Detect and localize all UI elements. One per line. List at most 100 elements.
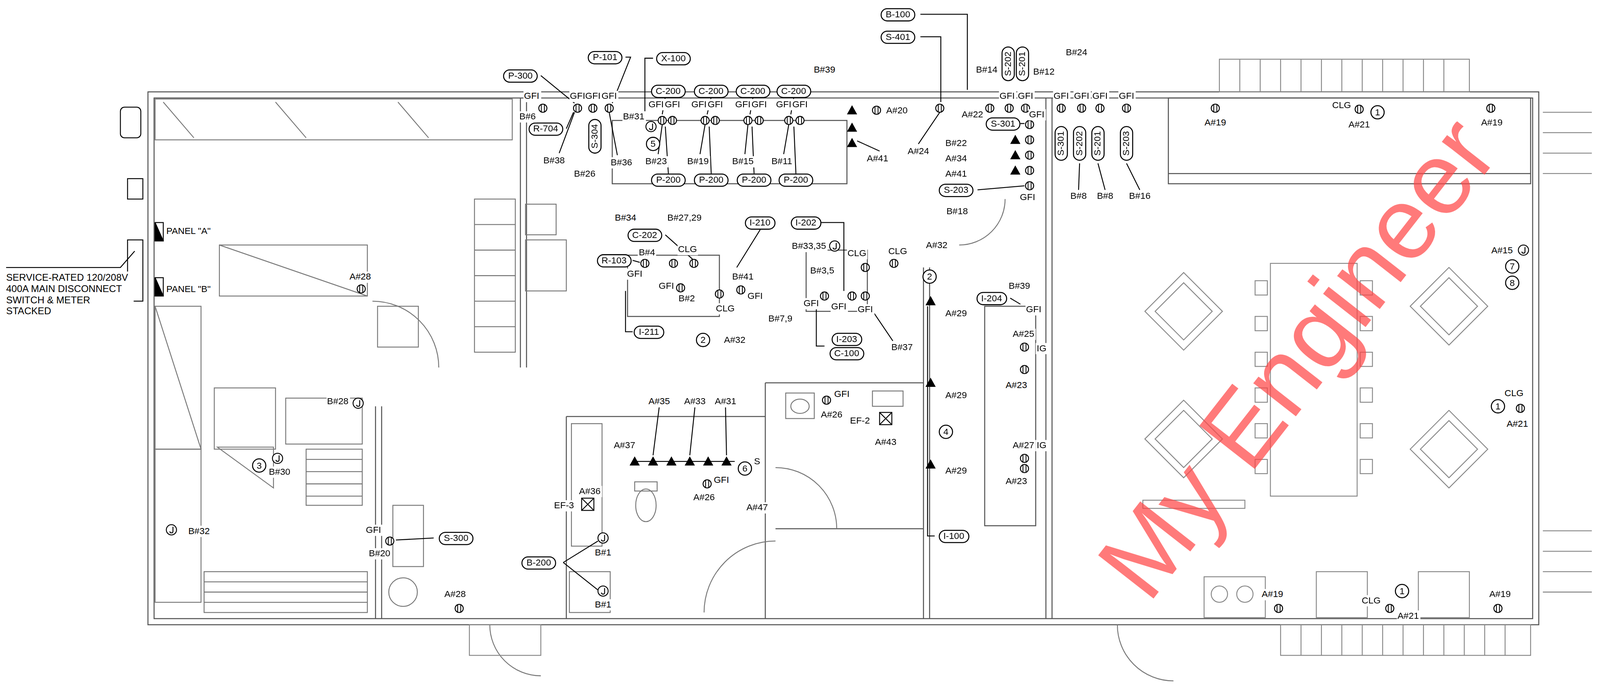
device-symbols-part [597,532,609,543]
tag-text: C-200 [781,85,807,96]
walls-part [765,382,924,384]
circuit-label: B#1 [593,598,613,610]
circuit-label: A#35 [647,395,671,407]
circuit-label: A#47 [745,501,769,513]
device-symbols-part [701,116,710,125]
walls-part [612,120,847,184]
equipment-tag: I-203 [831,332,863,346]
leader-lines-part [632,460,735,462]
device-symbols-part [822,395,831,405]
circuit-label: GFI [657,280,675,292]
circuit-label: B#14 [975,63,999,75]
callout-number: 1 [1495,401,1501,412]
tag-text: S-201 [1016,50,1028,76]
circuit-label: GFI [712,473,731,486]
circuit-label: GFI [998,90,1016,102]
callout-circle: 8 [1505,275,1520,290]
device-symbols-part [795,116,805,125]
walls-part [775,528,924,530]
leader-lines-part [1078,163,1140,190]
equipment-tag: C-200 [693,84,729,98]
circuit-label: GFI [750,98,768,110]
circuit-label: GFI [663,98,682,110]
tag-text: S-300 [443,532,469,543]
leader-lines-part [977,185,1025,190]
walls-part [381,406,383,619]
circuit-label: B#30 [267,465,292,478]
circuit-label: A#23 [1004,475,1028,487]
circuit-label: CLG [677,243,698,255]
leader-lines-part [559,112,789,155]
panel-label: PANEL "B" [165,283,212,295]
tag-text: P-300 [508,69,533,80]
equipment-tag: I-210 [744,215,776,230]
walls-part [929,267,931,619]
device-symbols-part [272,453,283,464]
leader-lines-part [821,222,844,292]
tag-text: S-304 [589,123,600,148]
circuit-label: A#28 [348,270,372,283]
circuit-label: A#29 [944,464,968,477]
equipment-tag: P-200 [778,172,814,187]
circuit-label: CLG [714,302,736,314]
ef-fans [581,412,892,511]
device-symbols-part [1020,454,1029,463]
walls-part [1045,97,1047,619]
circuit-label: IG [1035,439,1048,451]
circuit-label: A#28 [443,588,467,600]
circuit-label: GFI [584,90,602,102]
kitchen-equipment-part [388,577,418,607]
device-symbols-part [743,116,753,125]
service-equipment-part [127,178,143,200]
dining-furniture-part [1418,571,1470,618]
dining-furniture-part [1144,272,1223,350]
dining-furniture-part [1204,576,1266,618]
dining-furniture-part [469,624,541,656]
leader-lines-part [653,407,727,456]
ef-fans-part [879,412,892,425]
tag-text: C-200 [698,85,724,96]
circuit-label: B#6 [518,110,538,123]
device-symbols-part [1025,120,1034,129]
dining-furniture-part [1219,59,1470,92]
restroom-fixtures [489,198,1174,681]
leader-lines-part [1020,122,1025,124]
walls-part [147,91,1539,625]
circuit-label: GFI [364,523,383,536]
circuit-label: A#31 [713,395,738,407]
equipment-tag: P-200 [693,172,729,187]
device-symbols-part [1385,604,1394,613]
circuit-label: B#19 [686,155,710,167]
tag-text: P-200 [741,173,767,184]
restroom-fixtures-part [775,467,837,529]
callout-number: 2 [700,334,706,345]
callout-number: 4 [943,426,949,437]
circuit-label: B#26 [572,167,597,180]
circuit-label: B#33,35 [790,240,828,252]
circuit-label: GFI [856,303,874,315]
circuit-label: A#37 [612,439,637,451]
callout-circle: 3 [252,458,267,473]
circuit-label: B#28 [326,395,350,407]
device-symbols-part [715,289,724,298]
dining-furniture-part [1211,585,1228,603]
panel-label: PANEL "A" [165,225,212,237]
circuit-label: A#24 [906,145,930,157]
equipment-tag: R-103 [596,253,632,267]
kitchen-equipment-part [219,244,368,296]
device-symbols-part [1516,404,1525,413]
tag-text: I-100 [943,530,965,541]
tag-text: P-200 [783,173,809,184]
device-symbols-part [935,104,944,113]
device-symbols-part [1025,181,1034,190]
device-symbols-part [872,106,881,115]
equipment-tag: S-202 [1001,45,1015,81]
tag-text: S-203 [1120,130,1132,156]
device-symbols-part [925,459,936,469]
device-symbols-part [684,456,695,466]
equipment-tag: C-200 [776,84,812,98]
circuit-label: B#32 [187,525,211,537]
device-symbols-part [1077,104,1086,113]
circuit-label: B#24 [1064,46,1089,58]
tag-text: I-202 [795,216,817,228]
